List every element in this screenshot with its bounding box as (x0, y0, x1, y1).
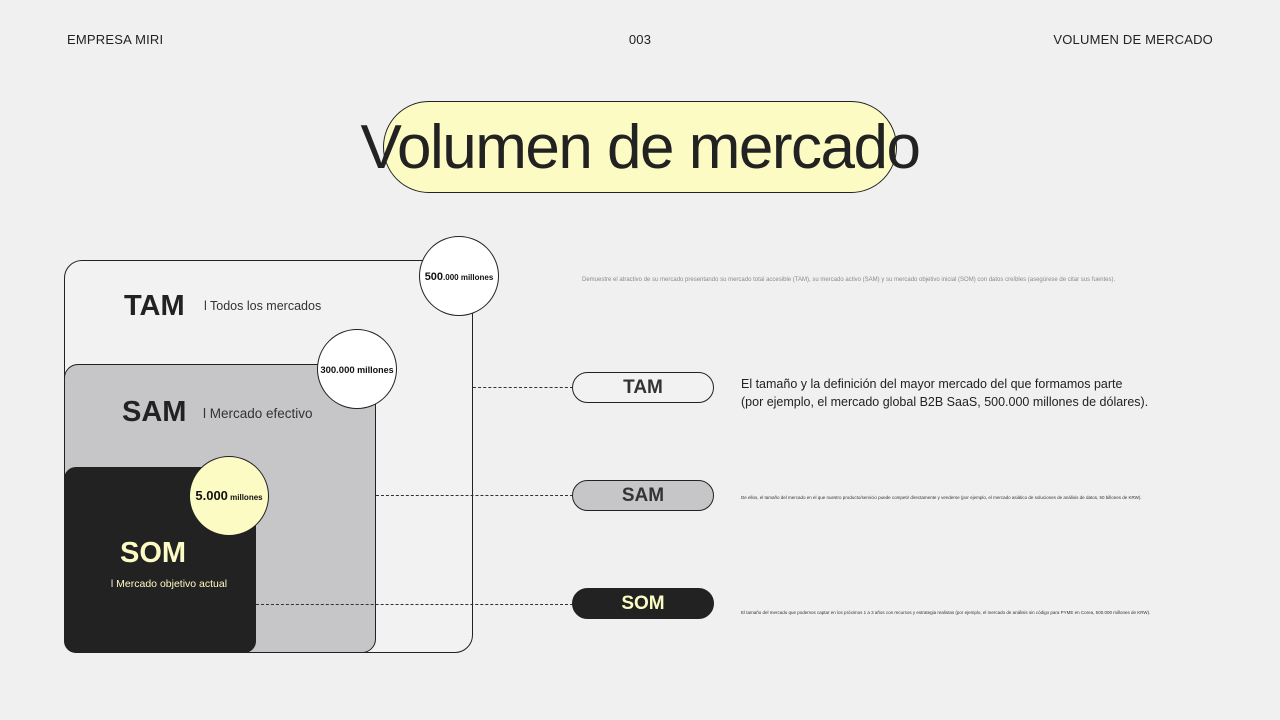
tam-connector-line (473, 387, 573, 388)
som-pill: SOM (572, 588, 714, 619)
som-description: El tamaño del mercado que podemos captar… (741, 610, 1151, 615)
tam-label: TAM (124, 290, 185, 322)
page-title: Volumen de mercado (360, 113, 921, 182)
sam-value-number: 300.000 (320, 365, 355, 376)
som-value-circle: 5.000 millones (189, 456, 269, 536)
som-label: SOM (120, 537, 187, 569)
section-title: VOLUMEN DE MERCADO (1053, 32, 1213, 47)
som-value-unit: millones (227, 493, 263, 502)
tam-description-line1: El tamaño y la definición del mayor merc… (741, 377, 1123, 391)
sam-sublabel: l Mercado efectivo (203, 406, 313, 421)
tam-description-line2: (por ejemplo, el mercado global B2B SaaS… (741, 395, 1149, 409)
tam-sublabel: l Todos los mercados (204, 299, 322, 313)
tam-value-unit: .000 millones (443, 273, 494, 282)
sam-description: De ellos, el tamaño del mercado en el qu… (741, 495, 1142, 500)
tam-description: El tamaño y la definición del mayor merc… (741, 375, 1148, 411)
sam-value-circle: 300.000 millones (317, 329, 397, 409)
sam-connector-line (376, 495, 573, 496)
som-sublabel: l Mercado objetivo actual (110, 578, 228, 590)
intro-text: Demuestre el atractivo de su mercado pre… (582, 277, 1116, 283)
sam-value-unit: millones (354, 365, 394, 375)
company-name: EMPRESA MIRI (67, 32, 164, 47)
page-number: 003 (628, 32, 652, 47)
title-highlight-pill (383, 101, 897, 193)
som-connector-line (256, 604, 573, 605)
tam-pill: TAM (572, 372, 714, 403)
tam-value-circle: 500.000 millones (419, 236, 499, 316)
som-value-number: 5.000 (195, 488, 228, 503)
sam-pill: SAM (572, 480, 714, 511)
sam-label: SAM (122, 396, 187, 428)
tam-value-number: 500 (424, 271, 444, 283)
